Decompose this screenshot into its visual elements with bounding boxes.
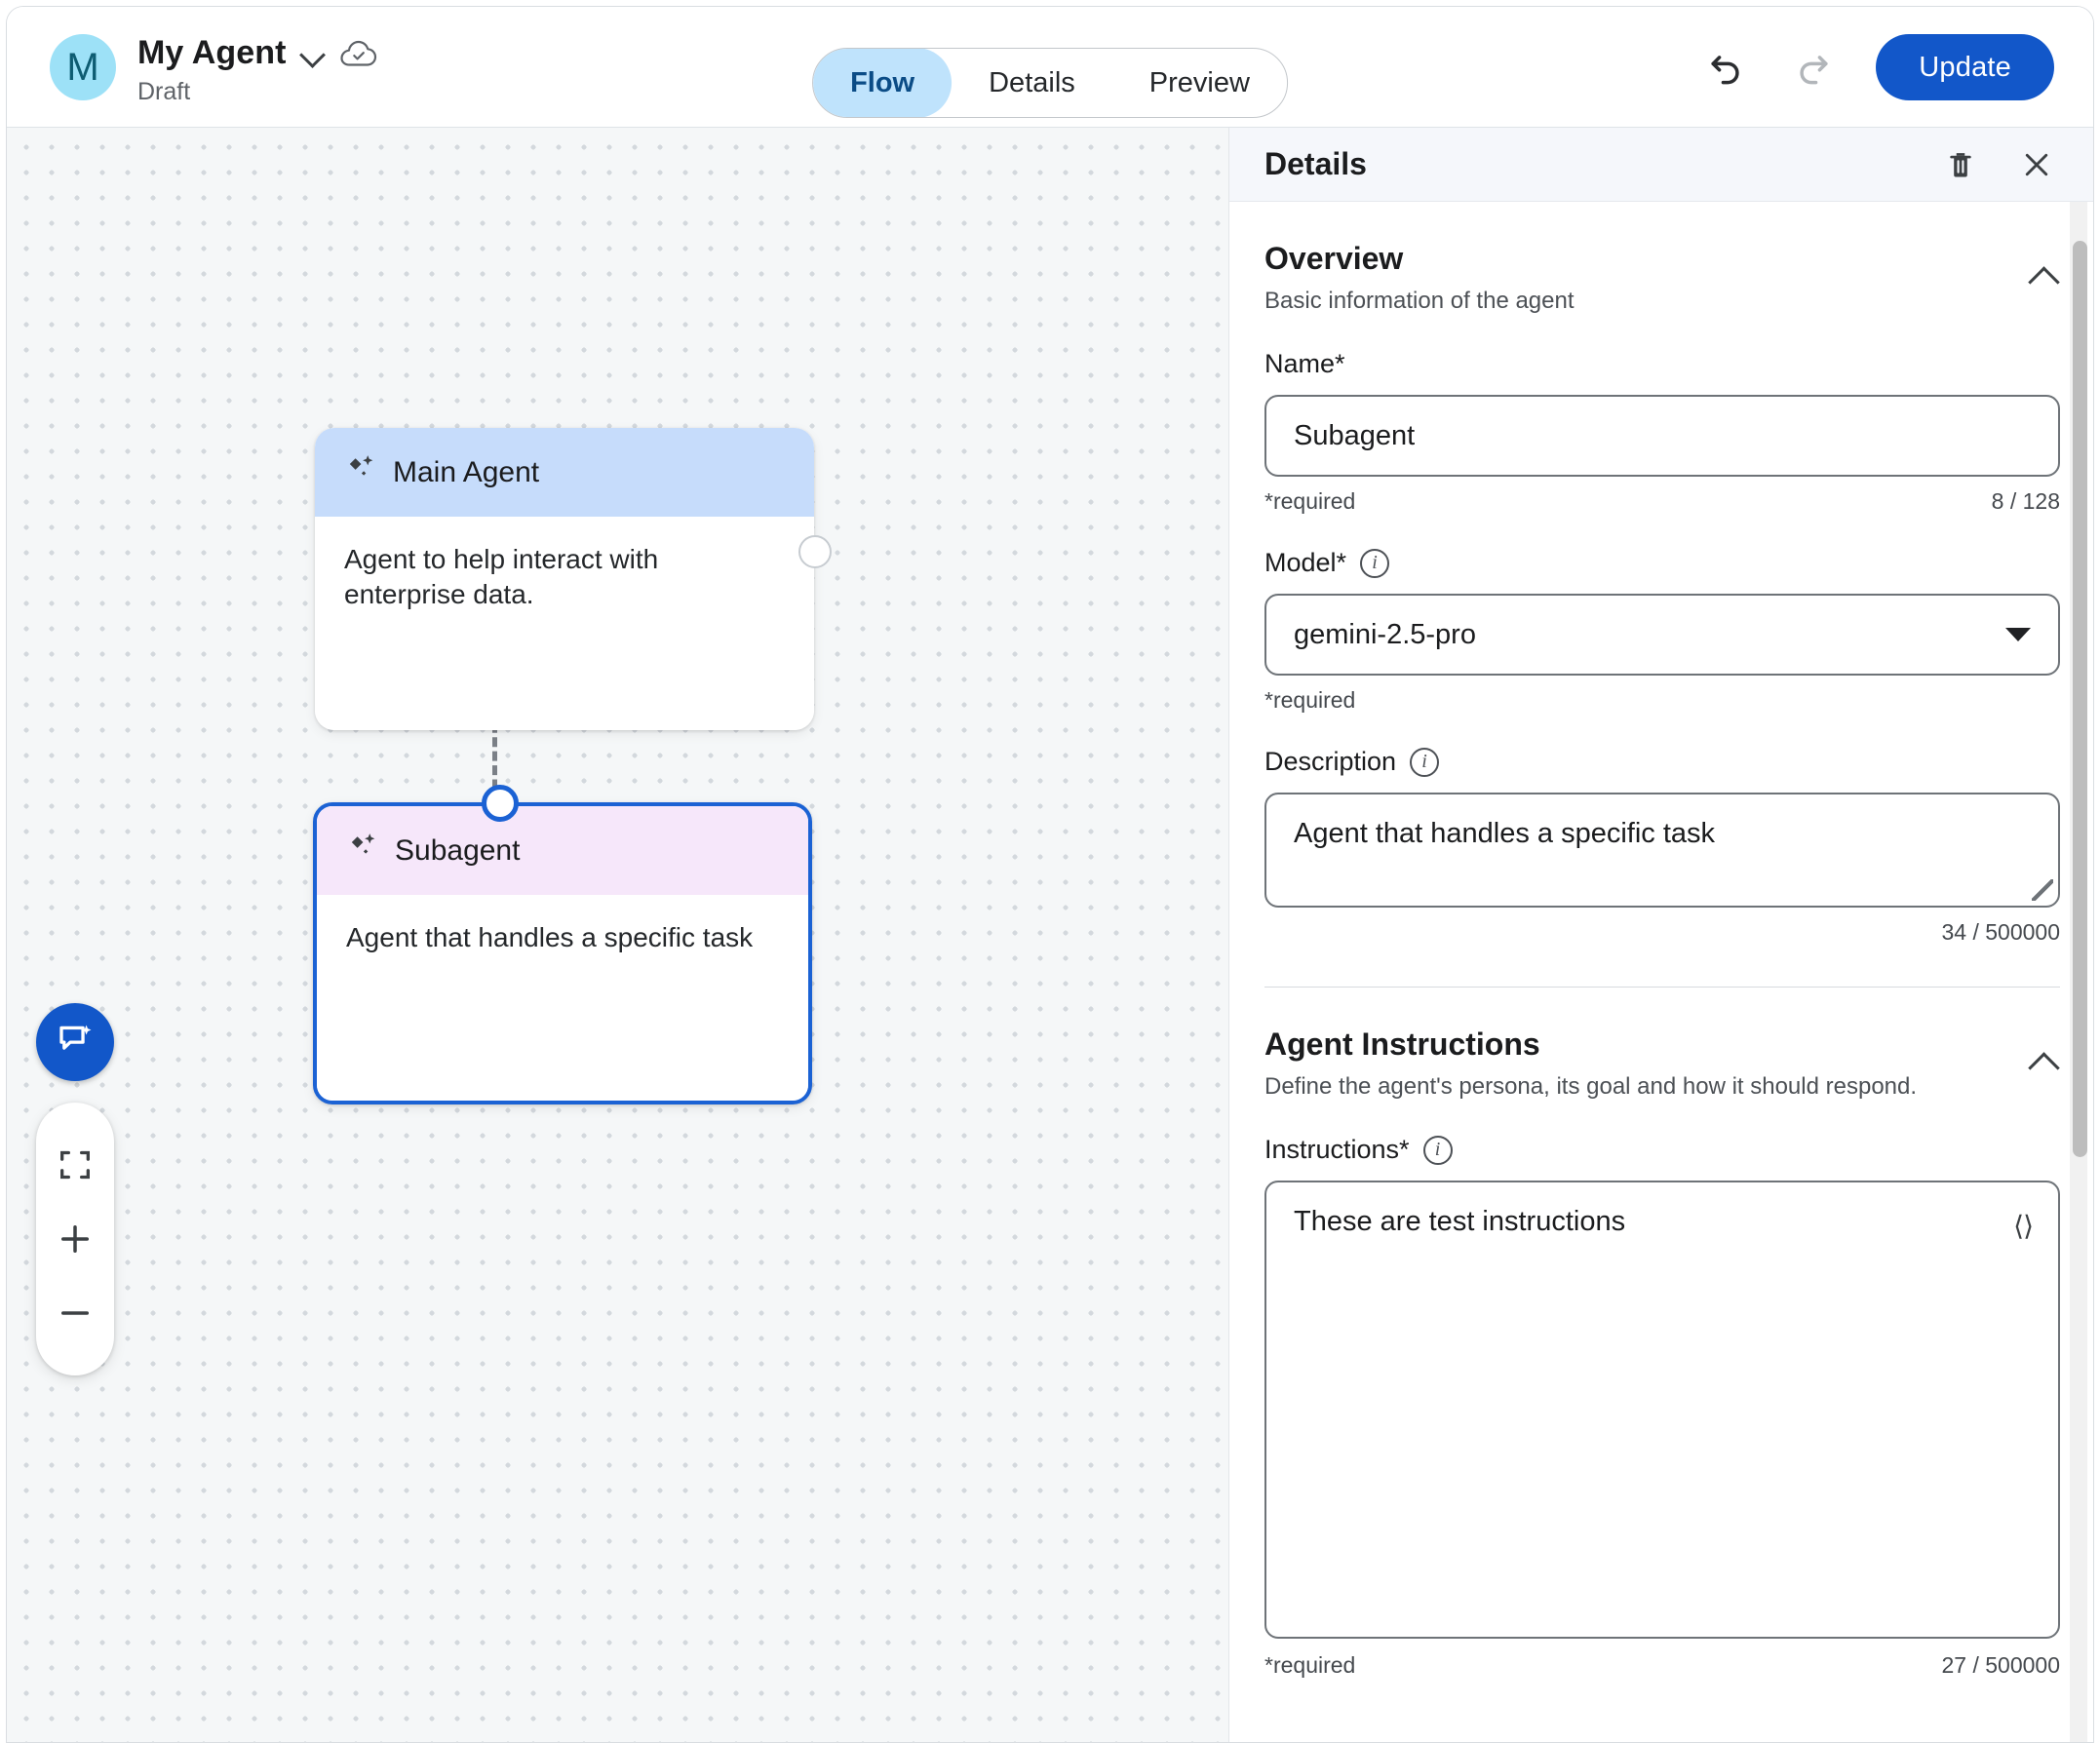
instructions-required-note: *required	[1264, 1652, 1356, 1679]
description-counter: 34 / 500000	[1941, 919, 2060, 946]
instructions-textarea[interactable]: These are test instructions ⟨⟩	[1264, 1181, 2060, 1640]
description-textarea[interactable]: Agent that handles a specific task	[1264, 793, 2060, 909]
node-title: Main Agent	[393, 455, 540, 488]
details-panel-title: Details	[1264, 146, 1367, 181]
ai-assistant-button[interactable]	[36, 1003, 114, 1081]
zoom-controls	[36, 1103, 114, 1375]
tab-flow[interactable]: Flow	[813, 49, 953, 117]
section-title: Agent Instructions	[1264, 1026, 1540, 1063]
field-name: Name* Subagent *required 8 / 128	[1264, 349, 2060, 515]
trash-icon[interactable]	[1935, 139, 1986, 190]
page-title: My Agent	[137, 34, 287, 71]
description-label: Description i	[1264, 747, 2060, 777]
section-agent-instructions-header[interactable]: Agent Instructions Define the agent's pe…	[1264, 988, 2060, 1102]
instructions-value: These are test instructions	[1294, 1206, 1626, 1238]
name-counter: 8 / 128	[1991, 488, 2060, 515]
section-overview-header[interactable]: Overview Basic information of the agent	[1264, 202, 2060, 316]
tab-preview[interactable]: Preview	[1148, 66, 1250, 98]
node-description: Agent that handles a specific task	[346, 922, 754, 952]
agent-identity: M My Agent Draft	[50, 34, 378, 106]
avatar: M	[50, 34, 116, 100]
update-button[interactable]: Update	[1876, 34, 2054, 100]
undo-icon[interactable]	[1700, 42, 1751, 93]
section-subtitle: Define the agent's persona, its goal and…	[1264, 1073, 1918, 1101]
workspace: Main Agent Agent to help interact with e…	[7, 128, 2093, 1742]
field-instructions: Instructions* i These are test instructi…	[1264, 1135, 2060, 1679]
name-required-note: *required	[1264, 488, 1356, 515]
sparkle-icon	[344, 452, 377, 493]
code-brackets-icon[interactable]: ⟨⟩	[2013, 1211, 2034, 1242]
redo-icon[interactable]	[1788, 42, 1839, 93]
model-required-note: *required	[1264, 687, 1356, 714]
section-subtitle: Basic information of the agent	[1264, 288, 1575, 314]
fit-to-screen-icon[interactable]	[36, 1128, 114, 1202]
node-subagent[interactable]: Subagent Agent that handles a specific t…	[313, 785, 812, 1104]
field-model: Model* i gemini-2.5-pro *required	[1264, 548, 2060, 714]
node-output-handle[interactable]	[798, 535, 832, 568]
top-bar: M My Agent Draft Flow Details Pr	[7, 7, 2093, 128]
model-label-text: Model*	[1264, 548, 1347, 578]
chevron-up-icon[interactable]	[2027, 1046, 2060, 1079]
instructions-label: Instructions* i	[1264, 1135, 2060, 1165]
instructions-counter: 27 / 500000	[1941, 1652, 2060, 1679]
info-icon[interactable]: i	[1422, 1135, 1453, 1165]
model-select[interactable]: gemini-2.5-pro	[1264, 594, 2060, 677]
info-icon[interactable]: i	[1410, 747, 1440, 777]
chat-sparkle-icon	[55, 1020, 96, 1065]
model-selected-value: gemini-2.5-pro	[1294, 618, 1476, 650]
node-input-handle[interactable]	[482, 785, 519, 822]
chevron-up-icon[interactable]	[2027, 260, 2060, 293]
node-main-agent[interactable]: Main Agent Agent to help interact with e…	[315, 428, 832, 730]
chevron-down-icon[interactable]	[300, 41, 326, 66]
cloud-done-icon	[339, 39, 378, 68]
flow-canvas[interactable]: Main Agent Agent to help interact with e…	[7, 128, 1229, 1742]
details-panel: Details	[1229, 128, 2093, 1742]
details-panel-header: Details	[1229, 128, 2093, 202]
view-mode-tabs: Flow Details Preview	[812, 48, 1288, 118]
section-title: Overview	[1264, 241, 1404, 276]
info-icon[interactable]: i	[1360, 548, 1390, 578]
sparkle-icon	[346, 831, 379, 872]
model-label: Model* i	[1264, 548, 2060, 578]
app-window: M My Agent Draft Flow Details Pr	[6, 6, 2094, 1743]
zoom-out-button[interactable]	[36, 1276, 114, 1350]
resize-handle[interactable]	[2032, 879, 2053, 902]
node-title: Subagent	[395, 833, 521, 867]
name-label: Name*	[1264, 349, 1345, 379]
top-bar-actions: Update	[1700, 34, 2054, 100]
instructions-label-text: Instructions*	[1264, 1135, 1410, 1165]
edge-main-to-sub	[492, 667, 497, 803]
zoom-in-button[interactable]	[36, 1202, 114, 1276]
caret-down-icon	[2005, 628, 2031, 642]
panel-scrollbar-track[interactable]	[2070, 202, 2087, 1742]
node-header: Subagent	[317, 806, 808, 895]
details-panel-content[interactable]: Overview Basic information of the agent …	[1229, 202, 2093, 1742]
panel-scrollbar-thumb[interactable]	[2073, 241, 2087, 1157]
field-description: Description i Agent that handles a speci…	[1264, 747, 2060, 946]
description-value: Agent that handles a specific task	[1294, 818, 1716, 850]
section-divider	[1264, 987, 2060, 988]
status-badge: Draft	[137, 78, 191, 105]
description-label-text: Description	[1264, 747, 1397, 777]
node-header: Main Agent	[315, 428, 814, 517]
tab-details[interactable]: Details	[989, 66, 1075, 98]
node-description: Agent to help interact with enterprise d…	[344, 544, 659, 610]
close-icon[interactable]	[2011, 139, 2062, 190]
name-input[interactable]: Subagent	[1264, 395, 2060, 478]
